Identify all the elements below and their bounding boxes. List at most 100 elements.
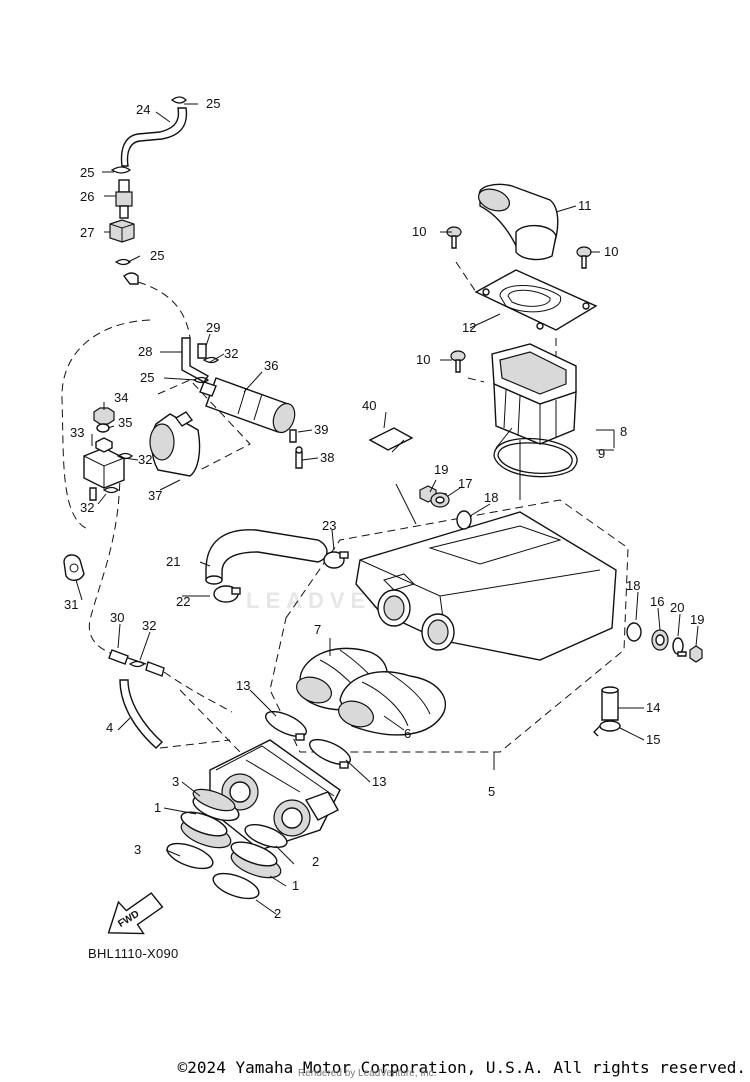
callout-18a: 18 (484, 490, 498, 505)
air-filter-case (355, 511, 617, 661)
callout-26: 26 (80, 189, 94, 204)
collar-18-right (626, 622, 642, 642)
holder-31 (63, 554, 85, 581)
callout-13b: 13 (372, 774, 386, 789)
callout-16: 16 (650, 594, 664, 609)
callout-3a: 3 (172, 774, 179, 789)
joint-1-lower (230, 841, 282, 879)
callout-14: 14 (646, 700, 660, 715)
callout-25d: 25 (140, 370, 154, 385)
clamp-13-upper (265, 710, 307, 741)
callout-1a: 1 (154, 800, 161, 815)
callout-19b: 19 (690, 612, 704, 627)
clip-32-upper (202, 356, 220, 364)
check-valve-26 (115, 179, 133, 219)
callout-36: 36 (264, 358, 278, 373)
collar-18-left (456, 510, 472, 530)
callout-17: 17 (458, 476, 472, 491)
holder-27 (109, 219, 135, 243)
assembly-5-outline (269, 499, 629, 753)
callout-6: 6 (404, 726, 411, 741)
callout-35: 35 (118, 415, 132, 430)
funnel-6 (337, 671, 446, 736)
callout-24: 24 (136, 102, 150, 117)
callout-3b: 3 (134, 842, 141, 857)
clamp-23 (323, 551, 349, 569)
callout-11: 11 (578, 198, 592, 213)
callout-38: 38 (320, 450, 334, 465)
callout-10a: 10 (412, 224, 426, 239)
callout-18b: 18 (626, 578, 640, 593)
duct-11 (477, 183, 559, 261)
hose-4 (119, 679, 164, 749)
pipe-28-29 (181, 337, 210, 383)
joint-2-upper (244, 823, 288, 849)
grommet-17 (430, 492, 450, 508)
callout-2b: 2 (274, 906, 281, 921)
element-8 (491, 343, 577, 445)
callout-37: 37 (148, 488, 162, 503)
callout-22: 22 (176, 594, 190, 609)
callout-7: 7 (314, 622, 321, 637)
callout-27: 27 (80, 225, 94, 240)
credit-text: Rendered by LeadVenture, Inc. (298, 1068, 437, 1079)
callout-13a: 13 (236, 678, 250, 693)
bolt-10-lower (450, 350, 466, 373)
clip-25-lower (114, 258, 132, 266)
callout-33: 33 (70, 425, 84, 440)
callout-2a: 2 (312, 854, 319, 869)
callout-labels: 24 25 25 26 27 25 28 29 32 25 36 34 35 3… (64, 96, 704, 921)
solenoid-33 (83, 437, 125, 501)
leader-lines (75, 103, 699, 915)
callout-19a: 19 (434, 462, 448, 477)
fwd-arrow-icon: FWD (107, 892, 164, 935)
hose-route (61, 272, 191, 657)
callout-32b: 32 (138, 452, 152, 467)
callout-8: 8 (620, 424, 627, 439)
callout-34: 34 (114, 390, 128, 405)
nut-34 (93, 407, 115, 425)
callout-10c: 10 (416, 352, 430, 367)
damper-14 (601, 686, 619, 721)
gasket-9 (493, 437, 578, 478)
washer-35 (96, 423, 110, 433)
callout-25b: 25 (80, 165, 94, 180)
bolt-10-right (576, 246, 592, 269)
joint-2-lower (212, 872, 260, 900)
callout-28: 28 (138, 344, 152, 359)
clamp-15 (593, 720, 621, 737)
throttle-body (209, 739, 341, 851)
canister-36 (199, 377, 296, 434)
callout-32c: 32 (80, 500, 94, 515)
callout-12: 12 (462, 320, 476, 335)
bracket-37 (149, 411, 201, 477)
label-40 (368, 427, 414, 451)
clip-25-mid (110, 166, 132, 174)
callout-10b: 10 (604, 244, 618, 259)
diagram-code: BHL1110-X090 (88, 946, 179, 961)
bolt-10-left (446, 226, 462, 249)
callout-21: 21 (166, 554, 180, 569)
clamp-13-lower (309, 738, 351, 769)
callout-32a: 32 (224, 346, 238, 361)
callout-9: 9 (598, 446, 605, 461)
callout-25c: 25 (150, 248, 164, 263)
copyright-text: ©2024 Yamaha Motor Corporation, U.S.A. A… (177, 1058, 746, 1077)
callout-32d: 32 (142, 618, 156, 633)
callout-31: 31 (64, 597, 78, 612)
callout-39: 39 (314, 422, 328, 437)
callout-25a: 25 (206, 96, 220, 111)
grommet-16 (651, 629, 669, 651)
fitting-38-39 (289, 429, 303, 469)
callout-30: 30 (110, 610, 124, 625)
callout-5: 5 (488, 784, 495, 799)
callout-4: 4 (106, 720, 113, 735)
callout-40: 40 (362, 398, 376, 413)
callout-29: 29 (206, 320, 220, 335)
joint-1-upper (180, 811, 232, 849)
hose-route-lower (145, 661, 241, 753)
clips-32-left (102, 452, 134, 494)
callout-23: 23 (322, 518, 336, 533)
plate-12 (474, 269, 598, 331)
